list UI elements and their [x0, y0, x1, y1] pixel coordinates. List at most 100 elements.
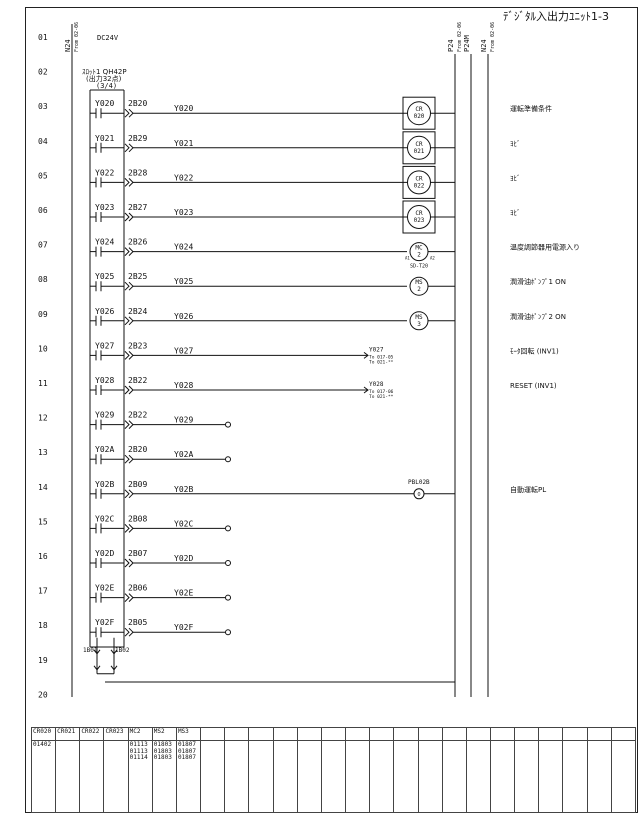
wire-label: Y029 — [174, 416, 193, 425]
terminal-chevron — [124, 524, 134, 533]
xref-value-cell — [538, 740, 564, 813]
xref-value-cell — [55, 740, 81, 813]
xref-value-cell: 01402 — [30, 740, 57, 813]
coil-label-bottom: 021 — [414, 148, 425, 155]
xref-value-cell — [610, 740, 637, 813]
terminal-chevron — [124, 593, 134, 602]
lamp-label: PBL02B — [408, 479, 430, 486]
xref-header-cell — [489, 727, 516, 741]
continuation-ref: To 021-** — [369, 359, 394, 365]
coil-label-top: CR — [415, 141, 423, 148]
terminal-label: 2B22 — [128, 411, 147, 420]
contact-label: Y02B — [95, 480, 114, 489]
terminal-chevron — [124, 558, 134, 568]
xref-header-cell — [586, 727, 612, 741]
row-number: 08 — [38, 275, 48, 284]
terminal-label: 2B05 — [128, 618, 147, 627]
xref-header-cell — [224, 727, 250, 741]
terminal-chevron — [124, 143, 134, 153]
terminal-label: 2B07 — [128, 549, 147, 558]
xref-header-cell — [369, 727, 395, 741]
wire-label: Y024 — [174, 243, 193, 252]
row-number: 07 — [38, 241, 48, 250]
module-part: (3/4) — [96, 82, 117, 90]
xref-value-cell — [224, 740, 250, 813]
row-number: 04 — [38, 137, 48, 146]
terminal-label: 2B22 — [128, 376, 147, 385]
sheet-frame — [25, 7, 638, 813]
terminal-label: 2B25 — [128, 272, 147, 281]
xref-header-cell: MS2 — [151, 727, 177, 741]
contact-label: Y024 — [95, 238, 114, 247]
row-number: 12 — [38, 414, 48, 423]
coil-label-bottom: 020 — [414, 113, 425, 120]
xref-header-cell: CR023 — [103, 727, 129, 741]
terminal-label: 2B26 — [128, 238, 147, 247]
wire-label: Y026 — [174, 312, 193, 321]
coil-label-bottom: 2 — [417, 252, 421, 259]
xref-header-cell — [417, 727, 443, 741]
rung-description: 温度調節器用電源入り — [510, 243, 580, 252]
row-number: 18 — [38, 621, 48, 630]
xref-value-cell — [345, 740, 371, 813]
wire-label: Y021 — [174, 139, 193, 148]
contact-label: Y025 — [95, 272, 114, 281]
contact-label: Y026 — [95, 307, 114, 316]
coil-label-bottom: 023 — [414, 217, 425, 224]
coil-terminal-a2: A2 — [430, 256, 435, 261]
terminal-label: 2B24 — [128, 307, 147, 316]
xref-value-cell — [248, 740, 274, 813]
xref-value-cell — [465, 740, 491, 813]
terminal-label: 2B20 — [128, 99, 147, 108]
module-name: ｽﾛｯﾄ1 QH42P — [82, 68, 127, 76]
xref-header-cell: CR020 — [30, 727, 57, 741]
row-number: 17 — [38, 587, 48, 596]
terminal-chevron — [124, 420, 134, 429]
rail-p24-ref: From 02-06 — [457, 22, 463, 52]
coil-label-top: CR — [415, 106, 423, 113]
row-number: 19 — [38, 656, 48, 665]
terminal-chevron — [124, 247, 134, 256]
xref-value-cell — [417, 740, 443, 813]
xref-header-cell — [465, 727, 491, 741]
wire-label: Y020 — [174, 104, 193, 113]
terminal-label: 2B28 — [128, 168, 147, 177]
open-terminal — [225, 560, 231, 566]
rail-n24-label: N24 — [480, 39, 488, 52]
row-number: 02 — [38, 68, 48, 77]
terminal-chevron — [124, 212, 134, 222]
contact-label: Y02D — [95, 549, 114, 558]
terminal-chevron — [124, 351, 134, 360]
xref-header-cell — [562, 727, 588, 741]
terminal-label: 2B06 — [128, 584, 147, 593]
xref-value-cell — [393, 740, 419, 813]
row-number: 11 — [38, 379, 48, 388]
xref-header-cell — [272, 727, 298, 741]
terminal-chevron — [124, 316, 134, 326]
wire-label: Y025 — [174, 277, 193, 286]
xref-header-cell: MS3 — [175, 727, 202, 741]
xref-value-cell — [320, 740, 347, 813]
wire-label: Y02F — [174, 623, 193, 632]
terminal-label: 2B27 — [128, 203, 147, 212]
xref-value-cell — [514, 740, 540, 813]
xref-value-cell — [586, 740, 612, 813]
xref-value-cell — [441, 740, 467, 813]
wire-label: Y027 — [174, 346, 193, 355]
common-chevron — [93, 649, 101, 671]
contact-label: Y027 — [95, 341, 114, 350]
rung-description: ﾖﾋﾞ — [510, 209, 521, 217]
terminal-label: 2B08 — [128, 514, 147, 523]
rung-description: ﾖﾋﾞ — [510, 174, 521, 182]
open-terminal — [225, 629, 231, 636]
wire-label: Y023 — [174, 208, 193, 217]
lamp-symbol-label: O — [417, 492, 420, 498]
rung-description: 潤滑油ﾎﾟﾝﾌﾟ2 ON — [510, 312, 566, 321]
row-number: 10 — [38, 344, 48, 353]
row-number: 09 — [38, 310, 48, 319]
xref-header-cell — [296, 727, 322, 741]
rail-p24m-label: P24M — [463, 35, 471, 52]
coil-label-bottom: 022 — [414, 182, 425, 189]
contact-label: Y02A — [95, 445, 114, 454]
